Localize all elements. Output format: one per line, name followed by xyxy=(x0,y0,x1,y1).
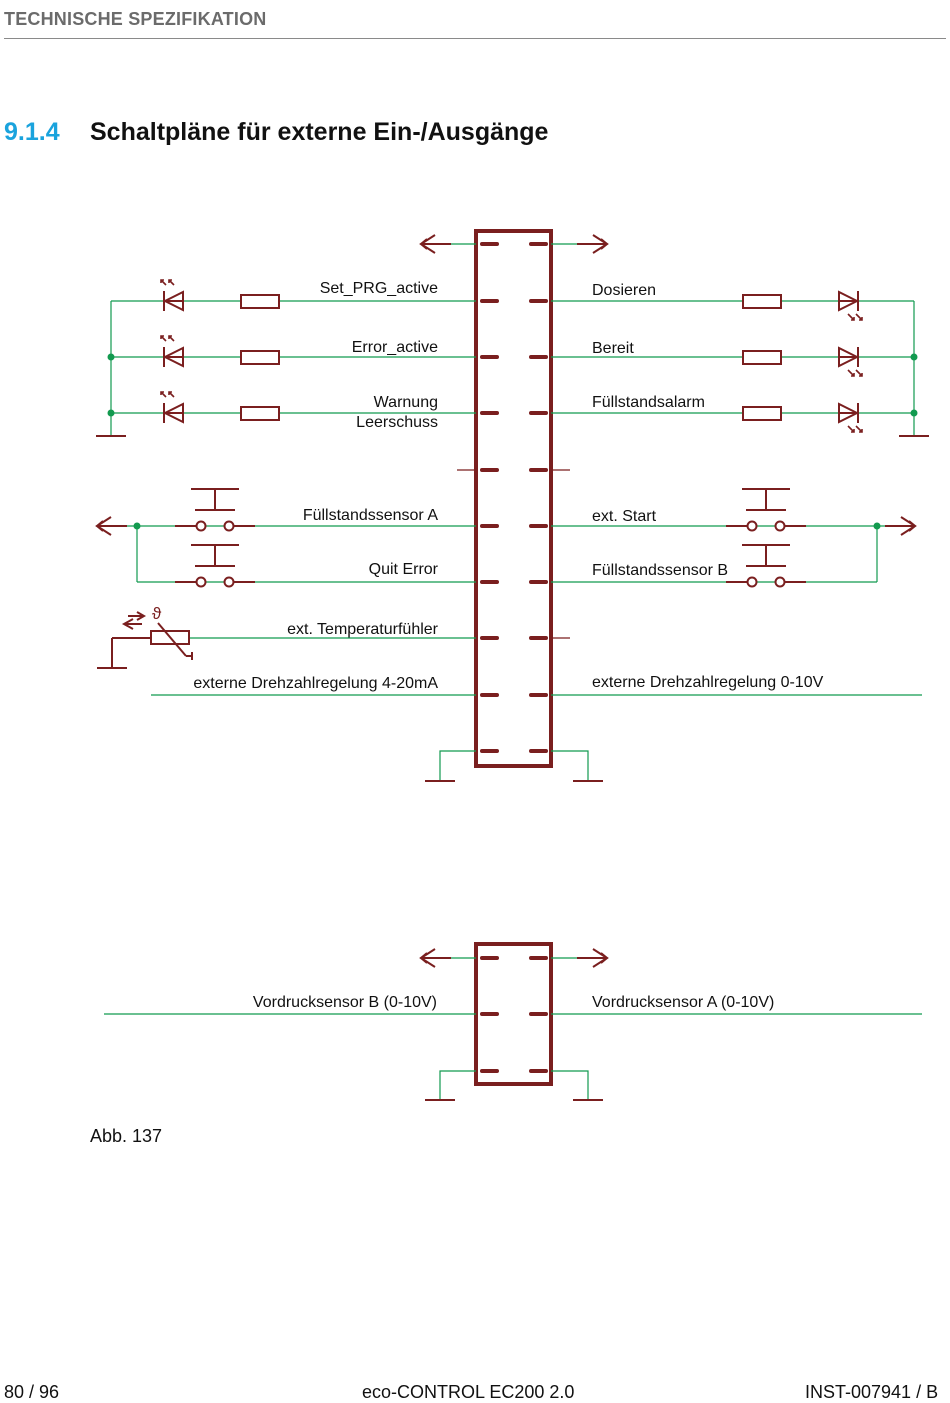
arrow-left-icon xyxy=(420,948,452,968)
header-rule xyxy=(4,38,946,39)
thermistor-icon xyxy=(97,611,193,669)
arrow-right-icon xyxy=(884,516,916,536)
arrow-left-icon xyxy=(420,234,452,254)
push-button-icon xyxy=(725,544,807,588)
arrow-right-icon xyxy=(576,234,608,254)
led-icon xyxy=(837,290,863,321)
led-icon xyxy=(160,279,184,312)
label-warnung: Warnung xyxy=(374,394,438,411)
header-section-label: TECHNISCHE SPEZIFIKATION xyxy=(4,9,267,29)
section-title: Schaltpläne für externe Ein-/Ausgänge xyxy=(90,118,549,146)
arrow-left-icon xyxy=(96,516,128,536)
spare-pin-stubs xyxy=(457,469,570,639)
label-ext-start: ext. Start xyxy=(592,508,657,525)
arrow-right-icon xyxy=(576,948,608,968)
figure-caption: Abb. 137 xyxy=(90,1126,163,1146)
terminal-block-secondary xyxy=(474,942,553,1086)
label-dosieren: Dosieren xyxy=(592,282,656,299)
label-vordrucksensor-b: Vordrucksensor B (0-10V) xyxy=(253,994,437,1011)
footer-page-number: 80 / 96 xyxy=(4,1382,60,1402)
thermistor-symbol: ϑ xyxy=(152,604,162,623)
led-icon xyxy=(837,346,863,377)
push-button-icon xyxy=(174,544,256,588)
resistor-icon xyxy=(240,350,280,365)
footer-doc-id: INST-007941 / B xyxy=(805,1382,939,1402)
label-drehzahl-4-20ma: externe Drehzahlregelung 4-20mA xyxy=(193,675,438,692)
resistor-icon xyxy=(240,406,280,421)
wiring-main xyxy=(110,243,922,780)
led-icon xyxy=(837,402,863,433)
led-icon xyxy=(160,335,184,368)
footer-product: eco-CONTROL EC200 2.0 xyxy=(362,1382,575,1402)
terminal-block-main xyxy=(474,229,553,768)
resistor-icon xyxy=(742,350,782,365)
push-button-icon xyxy=(174,488,256,532)
label-ext-temperaturfuehler: ext. Temperaturfühler xyxy=(287,621,439,638)
junction-dots xyxy=(107,353,918,530)
label-set-prg-active: Set_PRG_active xyxy=(320,280,438,297)
resistor-icon xyxy=(742,294,782,309)
label-fuellstandsalarm: Füllstandsalarm xyxy=(592,394,705,411)
label-fuellstandssensor-a: Füllstandssensor A xyxy=(303,507,439,524)
label-leerschuss: Leerschuss xyxy=(356,414,438,431)
led-icon xyxy=(160,391,184,424)
wiring-secondary xyxy=(104,957,922,1099)
resistor-icon xyxy=(742,406,782,421)
resistor-icon xyxy=(240,294,280,309)
push-button-icon xyxy=(725,488,807,532)
label-drehzahl-0-10v: externe Drehzahlregelung 0-10V xyxy=(592,674,824,691)
label-quit-error: Quit Error xyxy=(369,561,439,578)
label-bereit: Bereit xyxy=(592,340,634,357)
label-error-active: Error_active xyxy=(352,339,438,356)
label-vordrucksensor-a: Vordrucksensor A (0-10V) xyxy=(592,994,774,1011)
schematic-diagram: ϑ Set_PRG_active Error_active Warnung Le… xyxy=(95,229,930,1101)
label-fuellstandssensor-b: Füllstandssensor B xyxy=(592,562,728,579)
section-number: 9.1.4 xyxy=(4,118,60,146)
